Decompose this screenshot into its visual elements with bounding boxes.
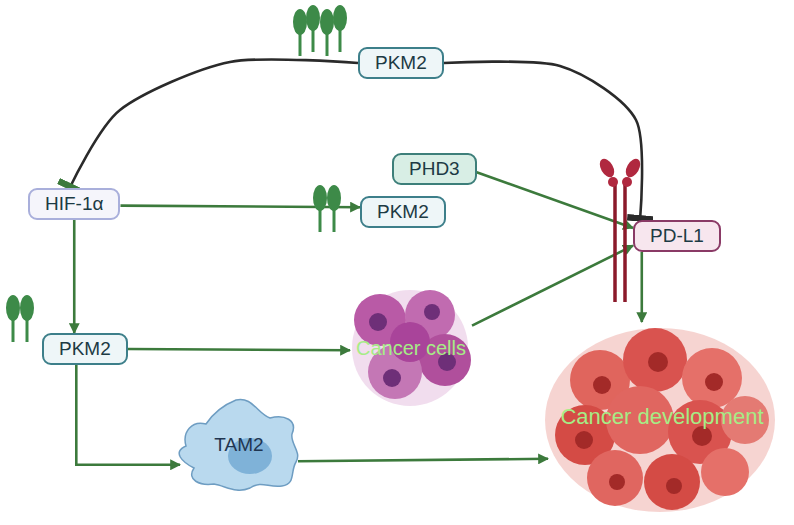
activation-arrow bbox=[472, 246, 633, 326]
activation-arrow bbox=[477, 172, 633, 228]
macrophage: TAM2 bbox=[180, 400, 298, 490]
protein-box: PHD3 bbox=[392, 153, 477, 185]
activation-arrow bbox=[640, 252, 643, 322]
protein-box: PKM2 bbox=[358, 47, 444, 79]
protein-box: PKM2 bbox=[42, 333, 128, 365]
macrophage-illustration bbox=[179, 399, 298, 490]
node-label: PKM2 bbox=[377, 201, 429, 222]
inhibition-line bbox=[70, 59, 358, 188]
pkm2-dimer-icon bbox=[6, 295, 34, 342]
protein-box: HIF-1α bbox=[28, 188, 120, 220]
node-label: Cancer cells bbox=[356, 337, 466, 360]
node-label: Cancer development bbox=[560, 404, 763, 429]
protein-box: PKM2 bbox=[360, 196, 446, 228]
activation-arrow bbox=[76, 365, 180, 465]
tumour-illustration bbox=[545, 328, 775, 512]
node-label: HIF-1α bbox=[45, 193, 103, 214]
cell-cluster: Cancer cells bbox=[350, 292, 472, 404]
node-label: PKM2 bbox=[59, 338, 111, 359]
activation-arrow bbox=[73, 220, 76, 333]
pkm2-tetramer-icon bbox=[293, 5, 347, 56]
node-label: PD-L1 bbox=[650, 225, 704, 246]
tumour: Cancer development bbox=[548, 322, 776, 512]
cancer-cells-illustration bbox=[352, 290, 471, 406]
node-label: TAM2 bbox=[214, 434, 263, 456]
activation-arrow bbox=[298, 459, 548, 461]
pkm2-dimer-icon bbox=[313, 185, 341, 232]
node-label: PKM2 bbox=[375, 52, 427, 73]
protein-box: PD-L1 bbox=[633, 220, 721, 252]
activation-arrow bbox=[128, 349, 350, 350]
node-label: PHD3 bbox=[409, 158, 460, 179]
